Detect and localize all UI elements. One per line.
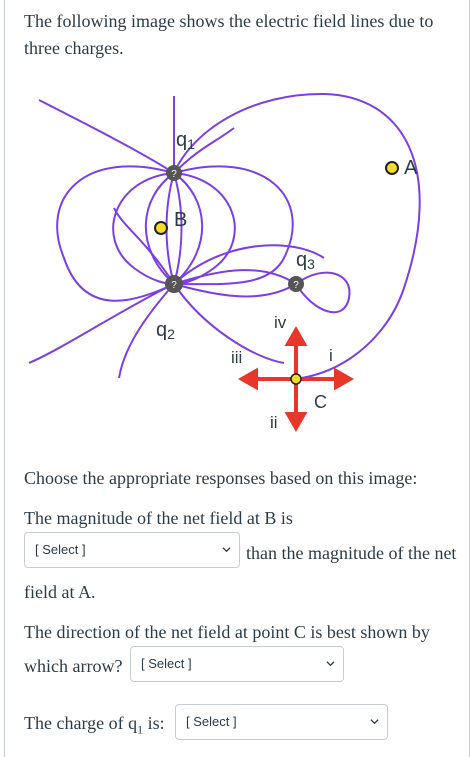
field-line (144, 172, 175, 285)
prompt-text: Choose the appropriate responses based o… (24, 468, 418, 488)
question-frame (4, 0, 470, 757)
label-iv: iv (274, 313, 287, 332)
field-line (173, 172, 183, 285)
question3-text: The charge of q1 is: (24, 713, 165, 737)
charge-select[interactable]: [ Select ] (175, 704, 388, 740)
charge-q1 (166, 165, 182, 181)
field-line (112, 172, 175, 285)
magnitude-select-value: [ Select ] (35, 542, 86, 557)
field-line (173, 283, 297, 298)
question2-text: The direction of the net field at point … (24, 622, 430, 642)
field-line (113, 207, 175, 285)
magnitude-select[interactable]: [ Select ] (24, 532, 240, 568)
point-C (290, 373, 302, 385)
field-line (173, 269, 297, 285)
field-line (173, 172, 204, 285)
intro-text: The following image shows the electric f… (24, 11, 434, 58)
charge-q3 (288, 276, 304, 292)
direction-select[interactable]: [ Select ] (130, 646, 344, 682)
field-line (295, 271, 351, 314)
label-iii: iii (231, 348, 242, 367)
svg-text:?: ? (171, 169, 177, 180)
chevron-down-icon (222, 547, 231, 553)
label-A: A (404, 157, 418, 179)
label-q1: q1 (176, 129, 195, 152)
charge-labels: q1 q2 q3 (156, 129, 315, 342)
field-line (28, 283, 175, 364)
point-B (154, 221, 168, 235)
chevron-down-icon (370, 719, 379, 725)
field-line (173, 244, 325, 285)
svg-text:?: ? (171, 280, 177, 291)
direction-arrows (237, 325, 355, 433)
points: B A C (154, 157, 418, 412)
field-line (173, 127, 235, 174)
field-line (173, 165, 294, 286)
charges: ? ? ? (165, 165, 304, 293)
field-lines-figure: ? ? ? q1 q2 q3 B A C iv i iii ii (28, 92, 421, 433)
label-C: C (314, 392, 327, 412)
question1-text: The magnitude of the net field at B is (24, 508, 293, 528)
svg-text:?: ? (293, 280, 299, 291)
charge-q2 (165, 275, 183, 293)
question1-end: field at A. (24, 582, 96, 602)
field-line (56, 165, 175, 302)
arrow-labels: iv i iii ii (231, 313, 333, 432)
question2-continuation: which arrow? (24, 656, 123, 676)
label-B: B (174, 209, 187, 231)
point-A (385, 161, 399, 175)
field-line (118, 283, 175, 379)
charge-select-value: [ Select ] (186, 714, 237, 729)
label-i: i (329, 346, 333, 365)
label-q2: q2 (156, 319, 175, 342)
direction-select-value: [ Select ] (141, 656, 192, 671)
label-ii: ii (270, 413, 278, 432)
field-lines (28, 92, 421, 381)
chevron-down-icon (326, 661, 335, 667)
field-line (173, 283, 285, 364)
label-q3: q3 (296, 249, 315, 272)
field-line (38, 99, 175, 174)
question1-continuation: than the magnitude of the net (246, 543, 457, 563)
field-line (173, 92, 421, 381)
